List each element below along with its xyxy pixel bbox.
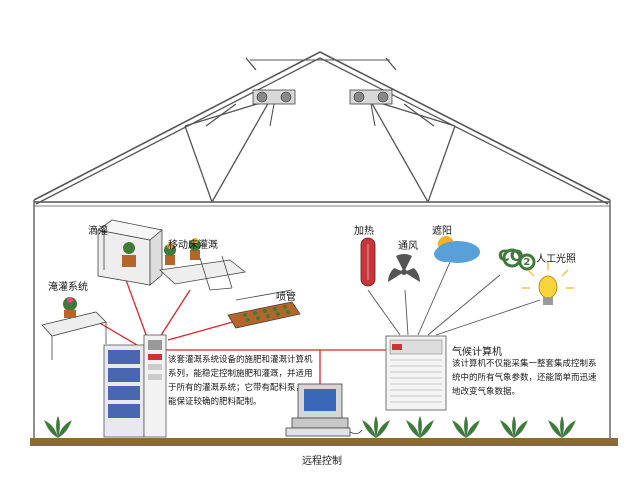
greenhouse-roof <box>33 51 611 445</box>
control-links <box>97 279 388 390</box>
irrigation-description-line: 能保证较确的肥料配制。 <box>168 397 262 407</box>
climate-computer-unit <box>385 335 447 411</box>
climate-description-line: 统中的所有气象参数，还能简单而迅速 <box>452 373 597 383</box>
climate-description: 该计算机不仅能采集一整套集成控制系 统中的所有气象参数，还能简单而迅速 地改变气… <box>452 357 597 399</box>
mobile-bed-illustration <box>159 238 246 291</box>
heating-label: 加热 <box>354 226 374 237</box>
drip-label: 滴灌 <box>88 226 108 237</box>
remote-control-label: 远程控制 <box>302 456 342 467</box>
climate-links <box>367 261 541 336</box>
heater-illustration <box>360 237 376 287</box>
artificial-light-label: 人工光照 <box>536 254 576 265</box>
light-bulb-illustration <box>522 262 574 305</box>
shading-label: 遮阳 <box>432 226 452 237</box>
plant-icon <box>362 416 390 438</box>
shading-cloud-illustration <box>434 236 480 263</box>
sprinkler-label: 喷管 <box>276 292 296 303</box>
drip-irrigation-illustration <box>97 219 163 286</box>
co2-letter-o: O <box>509 246 524 265</box>
co2-subscript: 2 <box>523 257 531 268</box>
plant-icon <box>406 416 434 438</box>
plant-icon <box>452 416 480 438</box>
plant-row <box>44 416 576 438</box>
flood-system-label: 淹灌系统 <box>48 282 88 293</box>
irrigation-description: 该套灌溉系统设备的施肥和灌溉计算机 系列，能稳定控制施肥和灌溉，并适用 于所有的… <box>168 353 313 409</box>
climate-description-line: 该计算机不仅能采集一整套集成控制系 <box>452 359 597 369</box>
plant-icon <box>44 416 72 438</box>
climate-description-line: 地改变气象数据。 <box>452 387 521 397</box>
plant-icon <box>548 416 576 438</box>
climate-computer-label: 气候计算机 <box>452 347 502 358</box>
ground-strip <box>30 438 618 446</box>
remote-computer <box>285 383 363 437</box>
flood-irrigation-illustration <box>41 297 107 360</box>
sprinkler-illustration <box>227 289 301 329</box>
irrigation-description-line: 该套灌溉系统设备的施肥和灌溉计算机 <box>168 355 313 365</box>
co2-letter-c: C <box>498 246 510 265</box>
mobile-bed-label: 移动床灌溉 <box>168 240 218 251</box>
fan-illustration <box>388 254 420 282</box>
vent-motor-right <box>349 89 393 127</box>
plant-icon <box>500 416 528 438</box>
vent-motor-left <box>252 89 296 127</box>
ventilation-label: 通风 <box>398 241 418 252</box>
irrigation-description-line: 系列，能稳定控制施肥和灌溉，并适用 <box>168 369 313 379</box>
co2-illustration <box>502 248 536 271</box>
irrigation-cabinet <box>103 334 167 438</box>
irrigation-description-line: 于所有的灌溉系统；它带有配料泵， <box>168 383 305 393</box>
